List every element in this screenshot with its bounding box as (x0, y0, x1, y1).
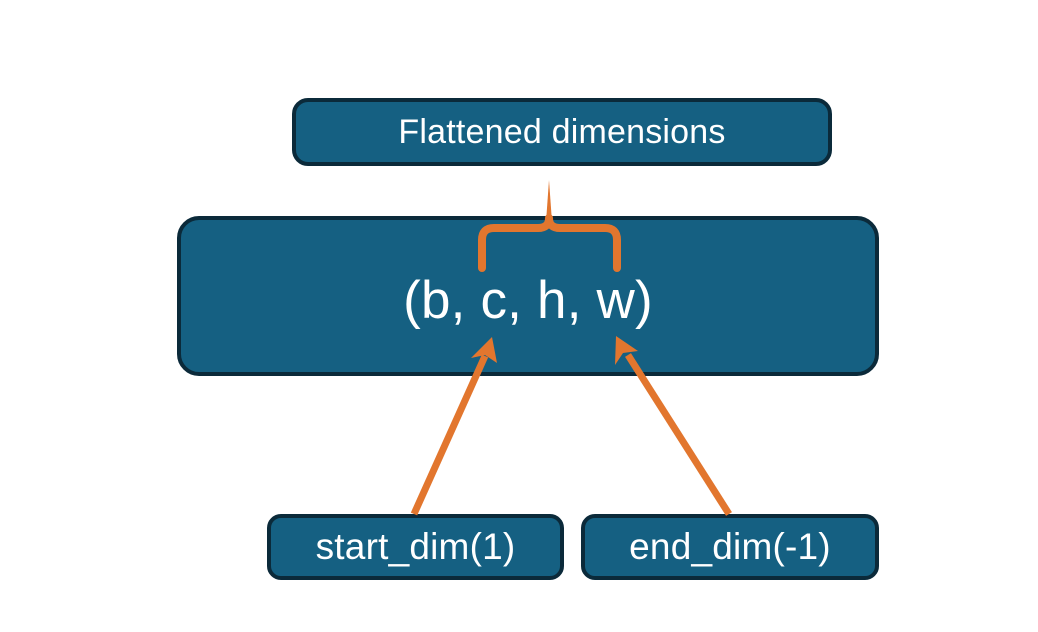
flattened-dimensions-node[interactable]: Flattened dimensions (292, 98, 832, 166)
tensor-shape-node[interactable]: (b, c, h, w) (177, 216, 879, 376)
start-dim-label: start_dim(1) (315, 526, 516, 567)
start-dim-node[interactable]: start_dim(1) (267, 514, 564, 580)
end-dim-label: end_dim(-1) (629, 526, 831, 567)
flattened-dimensions-label: Flattened dimensions (398, 112, 726, 151)
tensor-shape-label: (b, c, h, w) (403, 270, 653, 330)
end-dim-node[interactable]: end_dim(-1) (581, 514, 879, 580)
